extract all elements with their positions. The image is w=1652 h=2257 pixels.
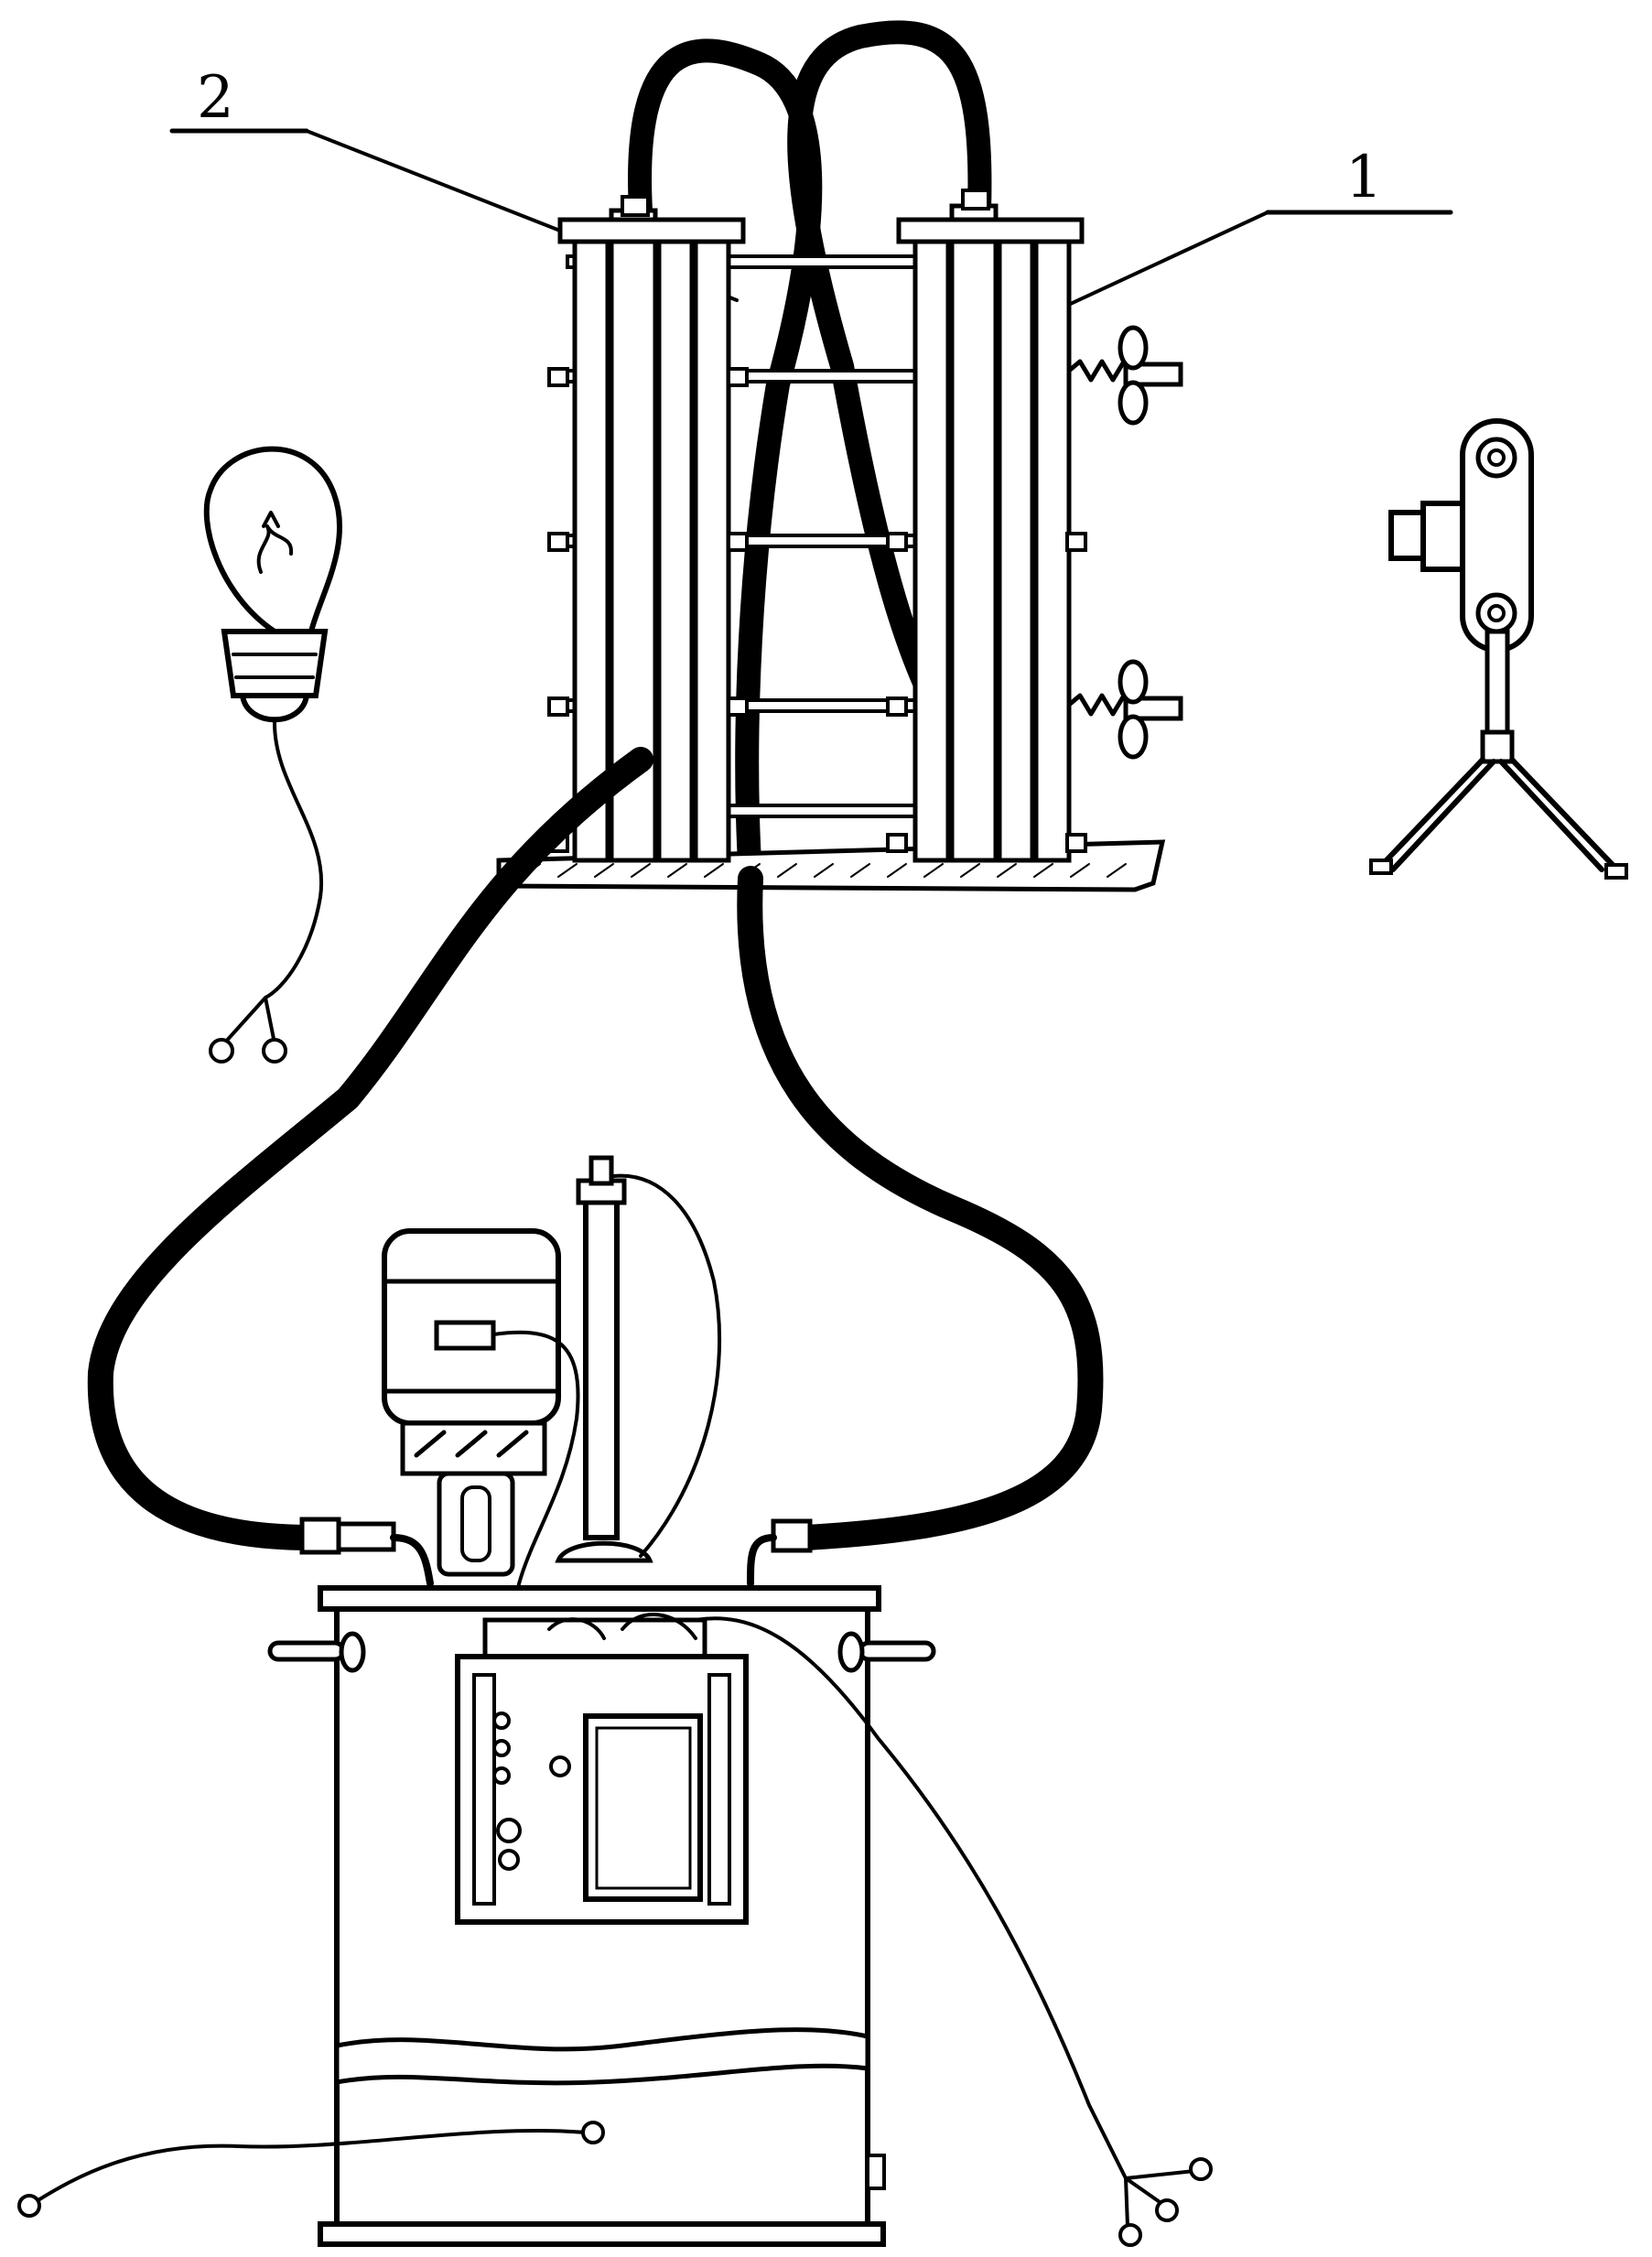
camera-on-tripod-icon [1369,418,1628,880]
hydraulic-hoses [87,747,1104,1550]
wing-bolt-lower [1066,659,1183,760]
wing-bolt-upper [1066,325,1183,426]
callout-1: 1 [1037,144,1453,320]
left-column [547,195,749,863]
pump-tank-unit [17,1155,1213,2247]
light-bulb-icon [203,446,343,1064]
right-column [886,189,1087,863]
callout-1-label: 1 [1345,144,1383,211]
callout-2-label: 2 [197,64,234,132]
control-box [455,1613,749,1925]
test-frame-assembly [496,20,1183,892]
top-hoses [628,20,992,891]
